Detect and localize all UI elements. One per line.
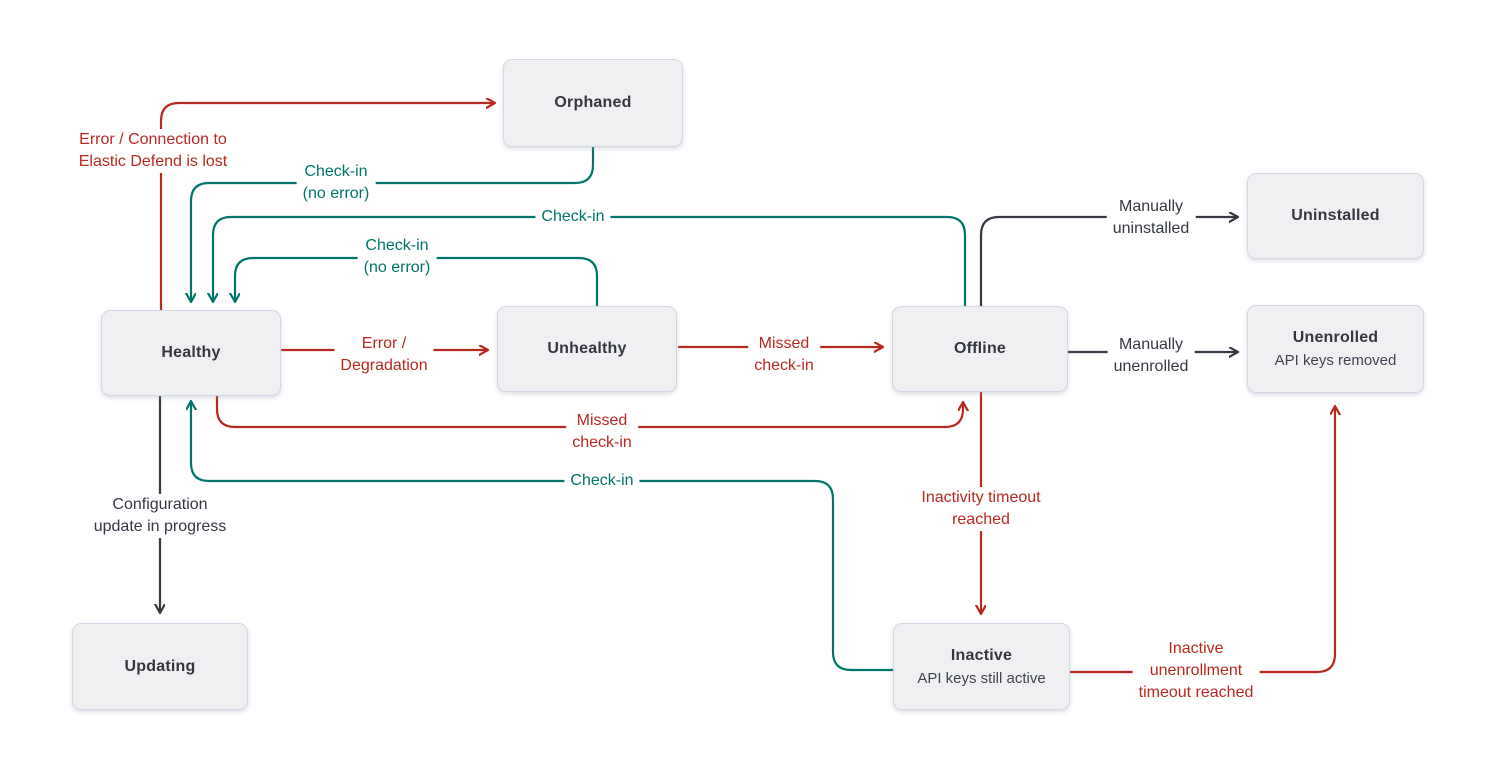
edge-offline-healthy: [213, 215, 967, 308]
node-offline: Offline: [892, 306, 1068, 392]
edge-label-healthy-unhealthy: Error / Degradation: [334, 333, 434, 377]
edge-inactive-unenrolled: [1068, 407, 1335, 674]
node-title: Updating: [124, 657, 196, 675]
node-updating: Updating: [72, 623, 248, 710]
edge-offline-uninstalled: [979, 217, 1237, 308]
edge-healthy-orphaned: [159, 103, 494, 312]
edge-label-inactive-healthy: Check-in: [564, 470, 640, 492]
node-title: Unenrolled: [1292, 329, 1379, 346]
edge-label-unhealthy-healthy: Check-in (no error): [357, 235, 437, 279]
node-subtitle: API keys still active: [917, 669, 1046, 687]
node-healthy: Healthy: [101, 310, 281, 396]
node-subtitle: API keys removed: [1274, 352, 1397, 369]
edge-label-offline-uninstalled: Manually uninstalled: [1106, 196, 1196, 240]
edge-inactive-healthy: [191, 402, 895, 672]
edge-label-inactive-unenrolled: Inactive unenrollment timeout reached: [1132, 638, 1260, 704]
node-title: Unhealthy: [547, 340, 627, 357]
node-orphaned: Orphaned: [503, 59, 683, 147]
edge-label-healthy-orphaned: Error / Connection to Elastic Defend is …: [72, 129, 234, 173]
edge-label-offline-inactive: Inactivity timeout reached: [915, 487, 1047, 531]
node-title: Orphaned: [554, 94, 632, 111]
node-title: Healthy: [161, 344, 221, 361]
node-unenrolled: Unenrolled API keys removed: [1247, 305, 1424, 393]
node-uninstalled: Uninstalled: [1247, 173, 1424, 259]
node-title: Uninstalled: [1291, 207, 1380, 224]
node-inactive: Inactive API keys still active: [893, 623, 1070, 710]
edge-label-orphaned-healthy: Check-in (no error): [296, 161, 376, 205]
edge-label-offline-healthy: Check-in: [535, 206, 611, 228]
edge-label-healthy-updating: Configuration update in progress: [87, 494, 233, 538]
edge-label-healthy-offline: Missed check-in: [566, 410, 638, 454]
edge-label-unhealthy-offline: Missed check-in: [748, 333, 820, 377]
node-title: Inactive: [950, 646, 1013, 664]
node-title: Offline: [953, 340, 1007, 357]
edge-label-offline-unenrolled: Manually unenrolled: [1107, 334, 1195, 378]
edge-orphaned-healthy: [191, 145, 595, 301]
node-unhealthy: Unhealthy: [497, 306, 677, 392]
